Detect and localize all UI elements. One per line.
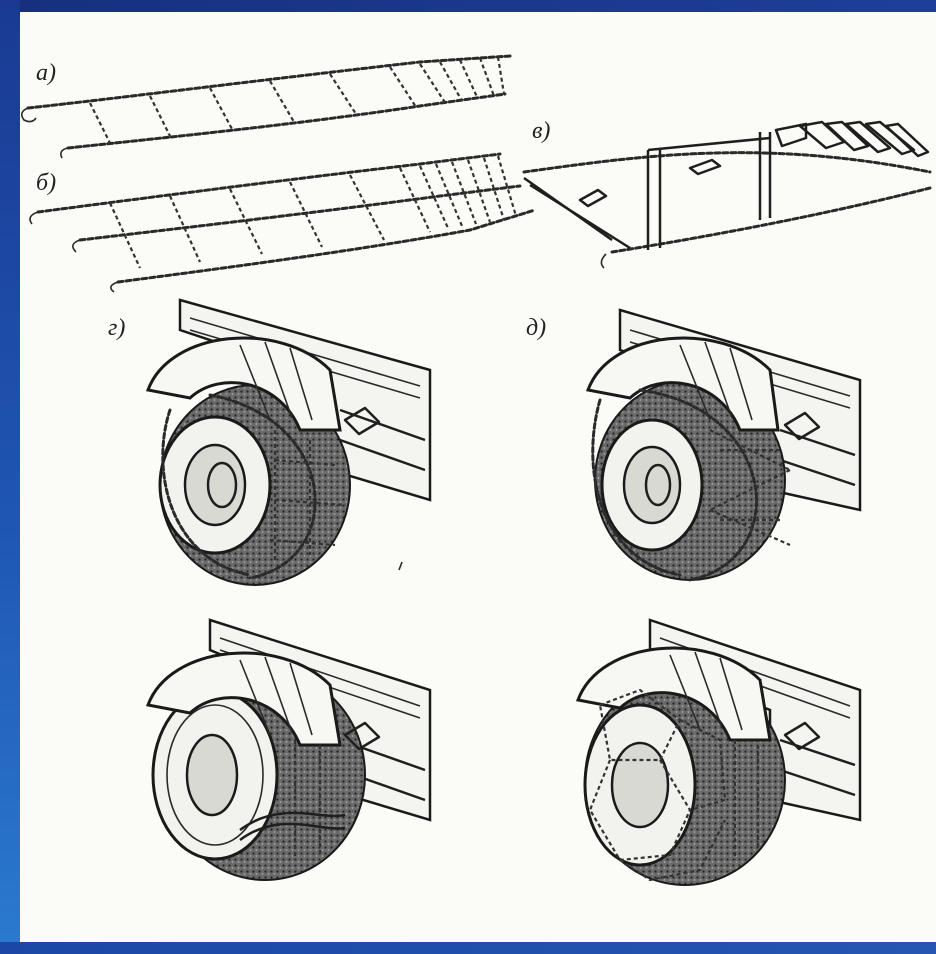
slide-frame-top	[0, 0, 936, 12]
label-a: а)	[36, 60, 56, 86]
chain-ladder-b	[29, 152, 537, 293]
label-v: в)	[532, 118, 550, 144]
wheel-cross-chain-top	[585, 308, 862, 582]
chain-with-plates-v	[522, 120, 932, 269]
label-d: д)	[526, 315, 546, 341]
label-b: б)	[36, 170, 56, 196]
wheel-chain-fitting-bottom	[145, 618, 432, 881]
stray-mark	[398, 561, 403, 571]
slide-frame-left	[0, 0, 20, 954]
chain-ladder-a	[20, 54, 512, 159]
label-g: г)	[108, 315, 125, 341]
wheel-ladder-chain-top	[145, 298, 432, 586]
slide-frame-bottom	[0, 942, 936, 954]
wheel-net-chain-bottom	[575, 618, 862, 886]
